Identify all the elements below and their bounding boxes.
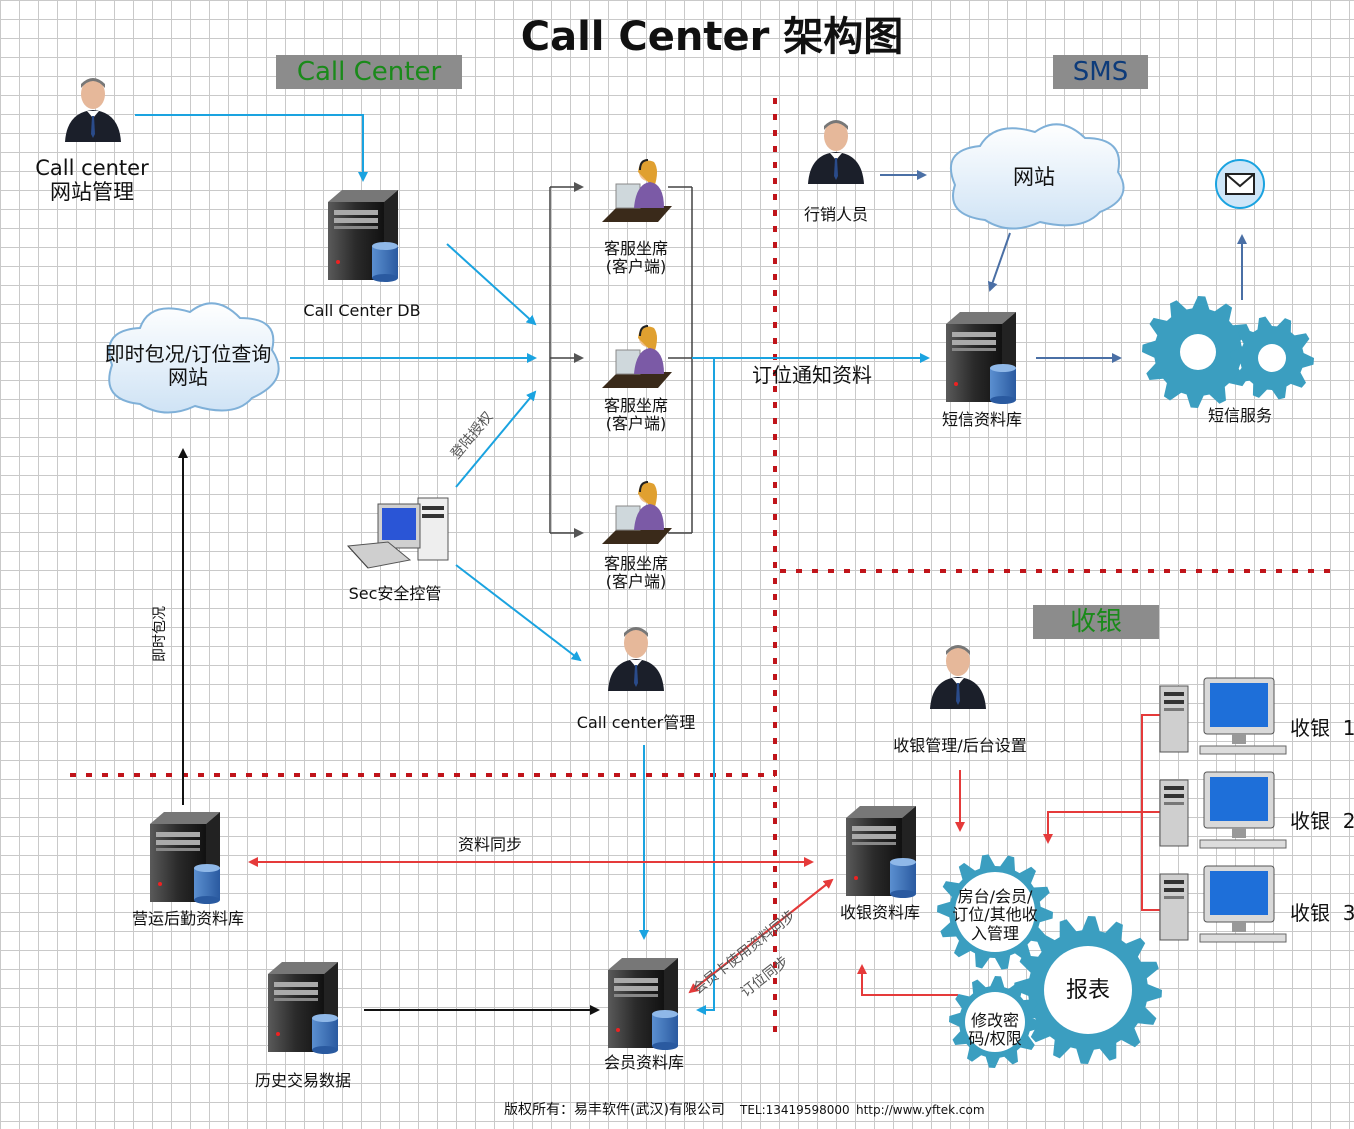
section-dividers <box>70 98 1340 1040</box>
cashier-admin-label: 收银管理/后台设置 <box>893 736 1027 755</box>
cashier-3-pc-icon <box>1159 865 1287 943</box>
sms-service-label: 短信服务 <box>1207 406 1273 425</box>
call-center-web-admin-label: Call center 网站管理 <box>35 156 149 205</box>
cashier-1-label: 收银 1 <box>1290 716 1354 740</box>
sec-workstation-icon <box>346 497 449 569</box>
gear-report-label: 报表 <box>1065 978 1111 1003</box>
cashier-db-server-icon <box>846 806 916 898</box>
member-db-server-icon <box>608 958 678 1050</box>
manager-person-icon <box>608 627 664 691</box>
order-notice-edge-label: 订位通知资料 <box>752 363 872 387</box>
section-call-center: Call Center <box>276 55 462 89</box>
agent-3-label: 客服坐席 (客户端) <box>603 554 669 592</box>
blue-flows <box>135 114 930 1015</box>
gear-password-icon-hole <box>965 992 1025 1052</box>
page-title: Call Center 架构图 <box>520 14 904 60</box>
sms-db-label: 短信资料库 <box>941 410 1023 429</box>
call-center-manage-label: Call center管理 <box>576 713 696 732</box>
sms-flows <box>880 170 1247 363</box>
data-sync-edge-label: 资料同步 <box>457 835 523 854</box>
realtime-site-label: 即时包况/订位查询 网站 <box>104 342 272 389</box>
gear-room-icon-hole <box>955 872 1035 952</box>
agent-1-icon <box>601 159 673 223</box>
email-envelope-icon <box>1215 159 1265 209</box>
black-flows <box>178 448 600 1015</box>
call-center-db-label: Call Center DB <box>303 301 421 320</box>
section-cashier: 收银 <box>1033 605 1159 639</box>
sec-control-label: Sec安全控管 <box>348 584 442 603</box>
cashier-2-label: 收银 2 <box>1290 809 1354 833</box>
gear-report-icon-hole <box>1044 946 1132 1034</box>
website-cloud-icon <box>950 123 1125 230</box>
member-db-label: 会员资料库 <box>603 1053 685 1072</box>
gear-password-label: 修改密 码/权限 <box>968 1011 1022 1049</box>
cashier-3-label: 收银 3 <box>1290 901 1354 925</box>
footer-copyright: 版权所有：易丰软件(武汉)有限公司 <box>504 1102 725 1118</box>
history-data-label: 历史交易数据 <box>254 1071 352 1090</box>
sms-gear-large-icon-hole <box>1180 334 1216 370</box>
agent-2-icon <box>601 325 673 389</box>
realtime-site-cloud-icon <box>108 302 280 414</box>
footer-url[interactable]: http://www.yftek.com <box>856 1103 985 1117</box>
realtime-status-edge-label: 即时包况 <box>152 606 168 662</box>
sms-db-server-icon <box>946 312 1016 404</box>
cashier-db-label: 收银资料库 <box>839 903 921 922</box>
cashier-admin-person-icon <box>930 645 986 709</box>
agent-2-label: 客服坐席 (客户端) <box>603 396 669 434</box>
section-sms: SMS <box>1053 55 1148 89</box>
ops-db-server-icon <box>150 812 220 904</box>
agent-3-icon <box>601 481 673 545</box>
cashier-2-pc-icon <box>1159 771 1287 849</box>
admin-person-icon <box>65 78 121 142</box>
cashier-1-pc-icon <box>1159 677 1287 755</box>
gear-room-label: 房台/会员/ 订位/其他收 入管理 <box>952 887 1038 943</box>
red-flows <box>248 714 1160 996</box>
agent-bracket <box>549 182 693 538</box>
agent-1-label: 客服坐席 (客户端) <box>603 239 669 277</box>
history-server-icon <box>268 962 338 1054</box>
callcenter-db-server-icon <box>328 190 398 282</box>
ops-db-label: 营运后勤资料库 <box>131 909 245 928</box>
sms-gear-small-icon-hole <box>1258 344 1286 372</box>
website-label: 网站 <box>1013 165 1055 189</box>
sales-person-icon <box>808 120 864 184</box>
sales-person-label: 行销人员 <box>803 205 869 224</box>
footer-tel: TEL:13419598000 <box>740 1103 850 1117</box>
